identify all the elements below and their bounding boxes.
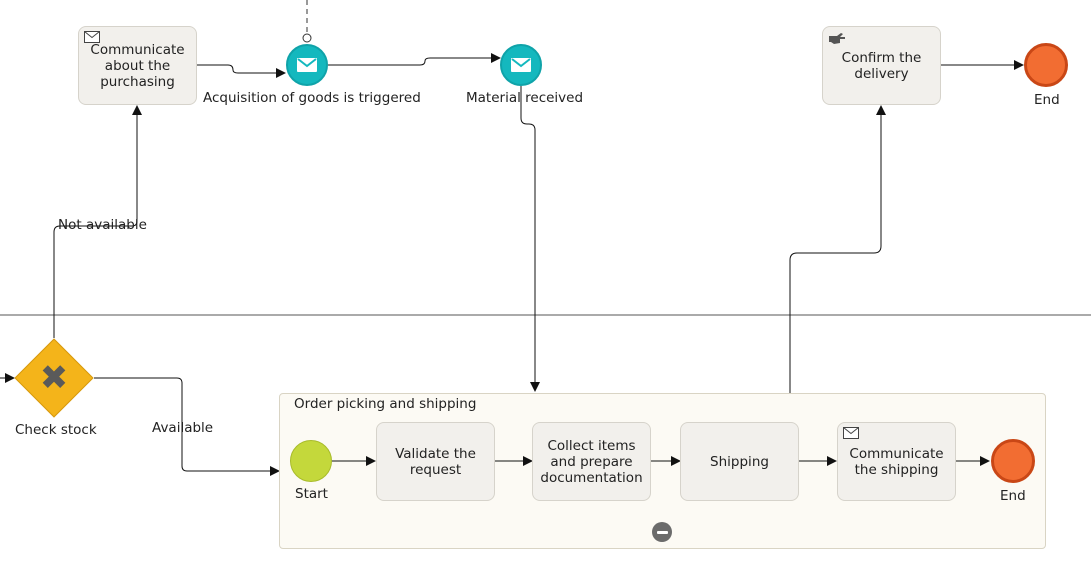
event-label: Start	[295, 486, 328, 502]
task-label: Shipping	[710, 453, 769, 470]
gateway-label: Check stock	[15, 422, 97, 438]
task-collect-items[interactable]: Collect items and prepare documentation	[532, 422, 651, 501]
task-communicate-purchasing[interactable]: Communicate about the purchasing	[78, 26, 197, 105]
event-label: Material received	[466, 90, 584, 106]
task-communicate-shipping[interactable]: Communicate the shipping	[837, 422, 956, 501]
event-end-subprocess[interactable]	[991, 439, 1035, 483]
event-label: End	[1000, 488, 1026, 504]
envelope-icon	[511, 58, 531, 72]
event-end-top[interactable]	[1024, 43, 1068, 87]
flow-subprocess-to-confirm	[789, 105, 886, 393]
x-icon: ✖	[39, 358, 69, 398]
task-validate-request[interactable]: Validate the request	[376, 422, 495, 501]
flow-label-available: Available	[152, 420, 214, 436]
flow-to-acquisition	[197, 64, 286, 78]
task-label: Confirm the delivery	[841, 49, 922, 82]
flow-not-available	[53, 105, 142, 338]
envelope-icon	[297, 58, 317, 72]
task-label: Validate the request	[395, 445, 476, 478]
task-confirm-delivery[interactable]: Confirm the delivery	[822, 26, 941, 105]
event-acquisition-triggered[interactable]	[286, 44, 328, 86]
flow-available	[94, 377, 280, 476]
task-label: Communicate the shipping	[849, 445, 944, 478]
subprocess-title: Order picking and shipping	[294, 396, 477, 412]
event-label: End	[1034, 92, 1060, 108]
hand-icon	[829, 33, 845, 44]
task-label: Communicate about the purchasing	[90, 41, 185, 90]
flow-label-not-available: Not available	[58, 217, 147, 233]
collapse-subprocess-button[interactable]	[652, 522, 672, 542]
task-shipping[interactable]: Shipping	[680, 422, 799, 501]
event-material-received[interactable]	[500, 44, 542, 86]
envelope-icon	[843, 427, 859, 439]
event-start[interactable]	[290, 440, 332, 482]
event-label: Acquisition of goods is triggered	[203, 90, 421, 106]
task-label: Collect items and prepare documentation	[540, 437, 643, 486]
flow-material-to-subprocess	[520, 86, 540, 392]
flow-to-material-received	[328, 53, 501, 66]
message-flow-origin	[302, 33, 312, 43]
minus-icon	[656, 530, 668, 534]
envelope-icon	[84, 31, 100, 43]
